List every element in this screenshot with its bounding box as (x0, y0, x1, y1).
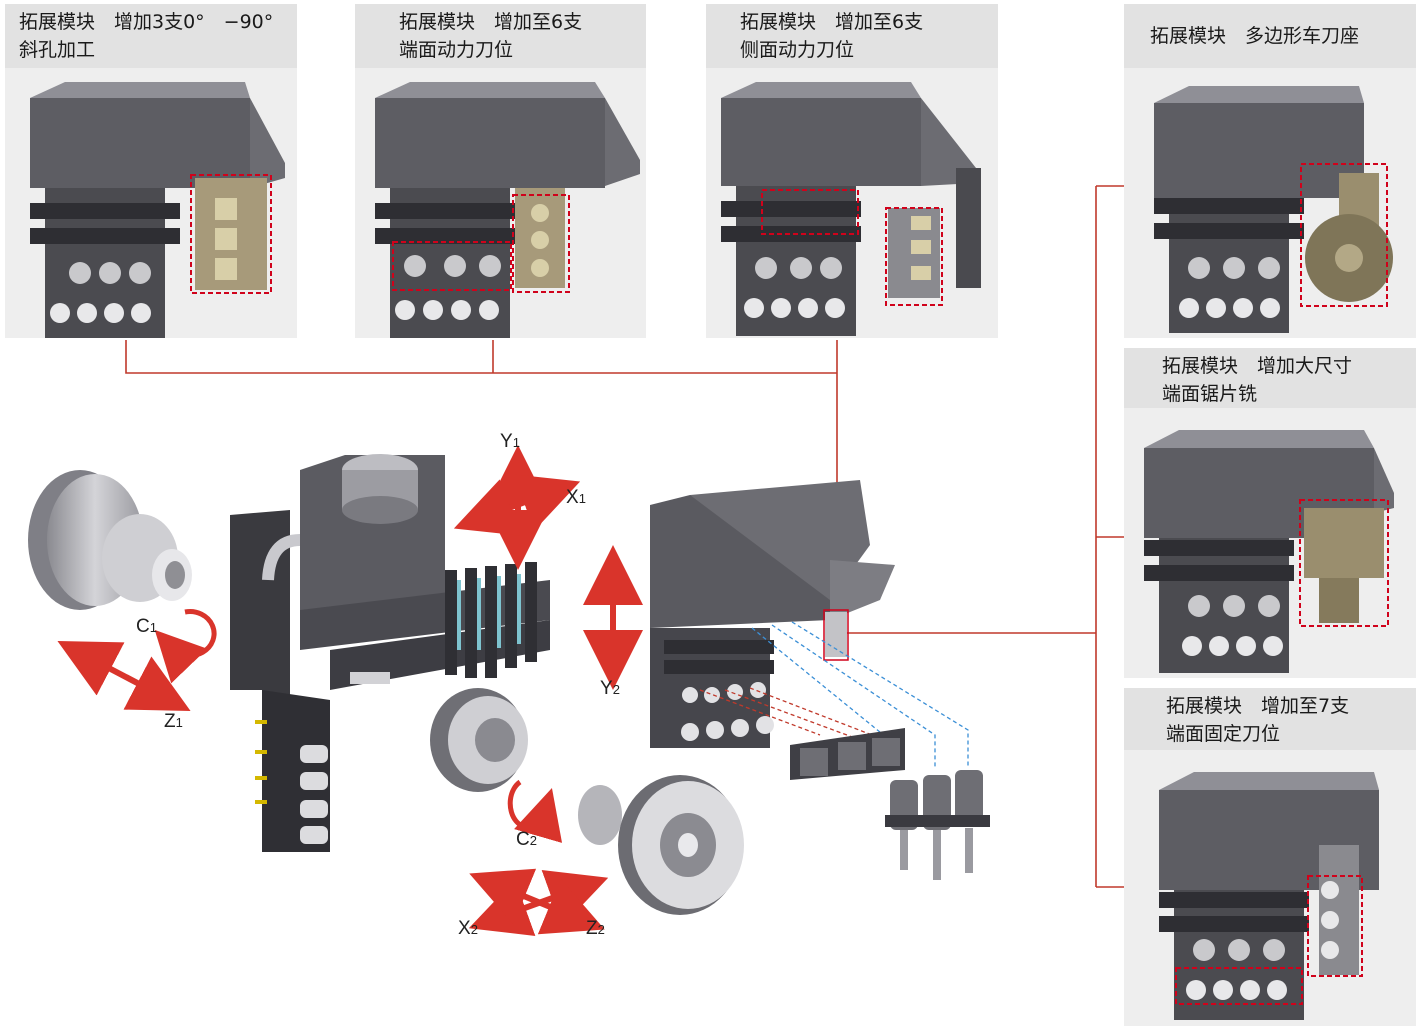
panel-title: 拓展模块 增加大尺寸 端面锯片铣 (1124, 348, 1416, 408)
axis-label-c2: C2 (516, 829, 537, 850)
panel-title-line2: 端面动力刀位 (399, 39, 514, 61)
axis-label-y1: Y1 (500, 431, 520, 452)
panel-title: 拓展模块 多边形车刀座 (1124, 4, 1416, 68)
main-assembly: Y1 X1 C1 Z1 Y2 C2 X2 Z2 (28, 431, 990, 939)
panel-title-line1: 拓展模块 增加至6支 (399, 11, 583, 33)
motion-arrows (57, 445, 643, 937)
arrow-c1 (154, 609, 217, 684)
highlight-box (1299, 499, 1389, 627)
y1-axis-slide (262, 454, 550, 690)
highlight-box (392, 241, 512, 291)
highlight-box (1175, 967, 1303, 1005)
arrow-x1 (453, 474, 581, 536)
axis-label-x1: X1 (566, 487, 586, 508)
axis-label-x2: X2 (458, 918, 478, 939)
axis-label-c1: C1 (136, 616, 157, 637)
arrow-c2 (507, 779, 563, 843)
highlight-box (190, 174, 272, 294)
connector-top-left (125, 340, 837, 374)
module-panel-face-saw-milling: 拓展模块 增加大尺寸 端面锯片铣 (1124, 348, 1416, 678)
panel-title: 拓展模块 增加3支0° −90° 斜孔加工 (5, 4, 297, 68)
panel-title-line1: 拓展模块 增加至7支 (1166, 695, 1350, 717)
module-panel-side-driven-tools: 拓展模块 增加至6支 侧面动力刀位 (706, 4, 998, 338)
module-illustration (1159, 772, 1379, 1020)
sub-spindle-chuck (430, 688, 744, 915)
module-illustration (721, 82, 981, 336)
module-illustration (1144, 430, 1394, 673)
highlight-box (885, 207, 943, 306)
panel-title-line2: 斜孔加工 (19, 39, 96, 61)
panel-title-line1: 拓展模块 多边形车刀座 (1150, 25, 1360, 47)
panel-title-line2: 侧面动力刀位 (740, 39, 855, 61)
highlight-box (1307, 875, 1363, 977)
panel-title-line1: 拓展模块 增加至6支 (740, 11, 924, 33)
panel-title-line2: 端面固定刀位 (1166, 723, 1281, 745)
panel-title: 拓展模块 增加至6支 侧面动力刀位 (706, 4, 998, 68)
axis-label-z2: Z2 (586, 918, 605, 939)
module-illustration (375, 82, 640, 338)
panel-title: 拓展模块 增加至6支 端面动力刀位 (355, 4, 646, 68)
tool-post-column (230, 510, 330, 852)
arrow-z1 (57, 641, 191, 711)
module-panel-face-fixed-tools: 拓展模块 增加至7支 端面固定刀位 (1124, 688, 1416, 1026)
module-panel-polygon-turning: 拓展模块 多边形车刀座 (1124, 4, 1416, 338)
panel-title-line1: 拓展模块 增加3支0° −90° (19, 11, 274, 33)
y2-axis-tool-block (650, 480, 895, 748)
axis-label-z1: Z1 (164, 711, 183, 732)
module-illustration (1154, 86, 1393, 333)
main-spindle-chuck (28, 470, 192, 610)
panel-title: 拓展模块 增加至7支 端面固定刀位 (1124, 688, 1416, 750)
panel-title-line1: 拓展模块 增加大尺寸 (1162, 355, 1353, 377)
panel-title-line2: 端面锯片铣 (1162, 383, 1258, 405)
exploded-driven-tools (699, 621, 990, 880)
arrow-z2 (469, 868, 605, 935)
module-panel-face-driven-tools: 拓展模块 增加至6支 端面动力刀位 (355, 4, 646, 338)
highlight-box (823, 609, 849, 661)
highlight-box (1300, 163, 1388, 307)
highlight-box (512, 194, 570, 293)
axis-label-y2: Y2 (600, 678, 620, 699)
module-panel-angled-drilling: 拓展模块 增加3支0° −90° 斜孔加工 (5, 4, 297, 338)
module-illustration (30, 82, 285, 338)
highlight-box (761, 189, 859, 235)
